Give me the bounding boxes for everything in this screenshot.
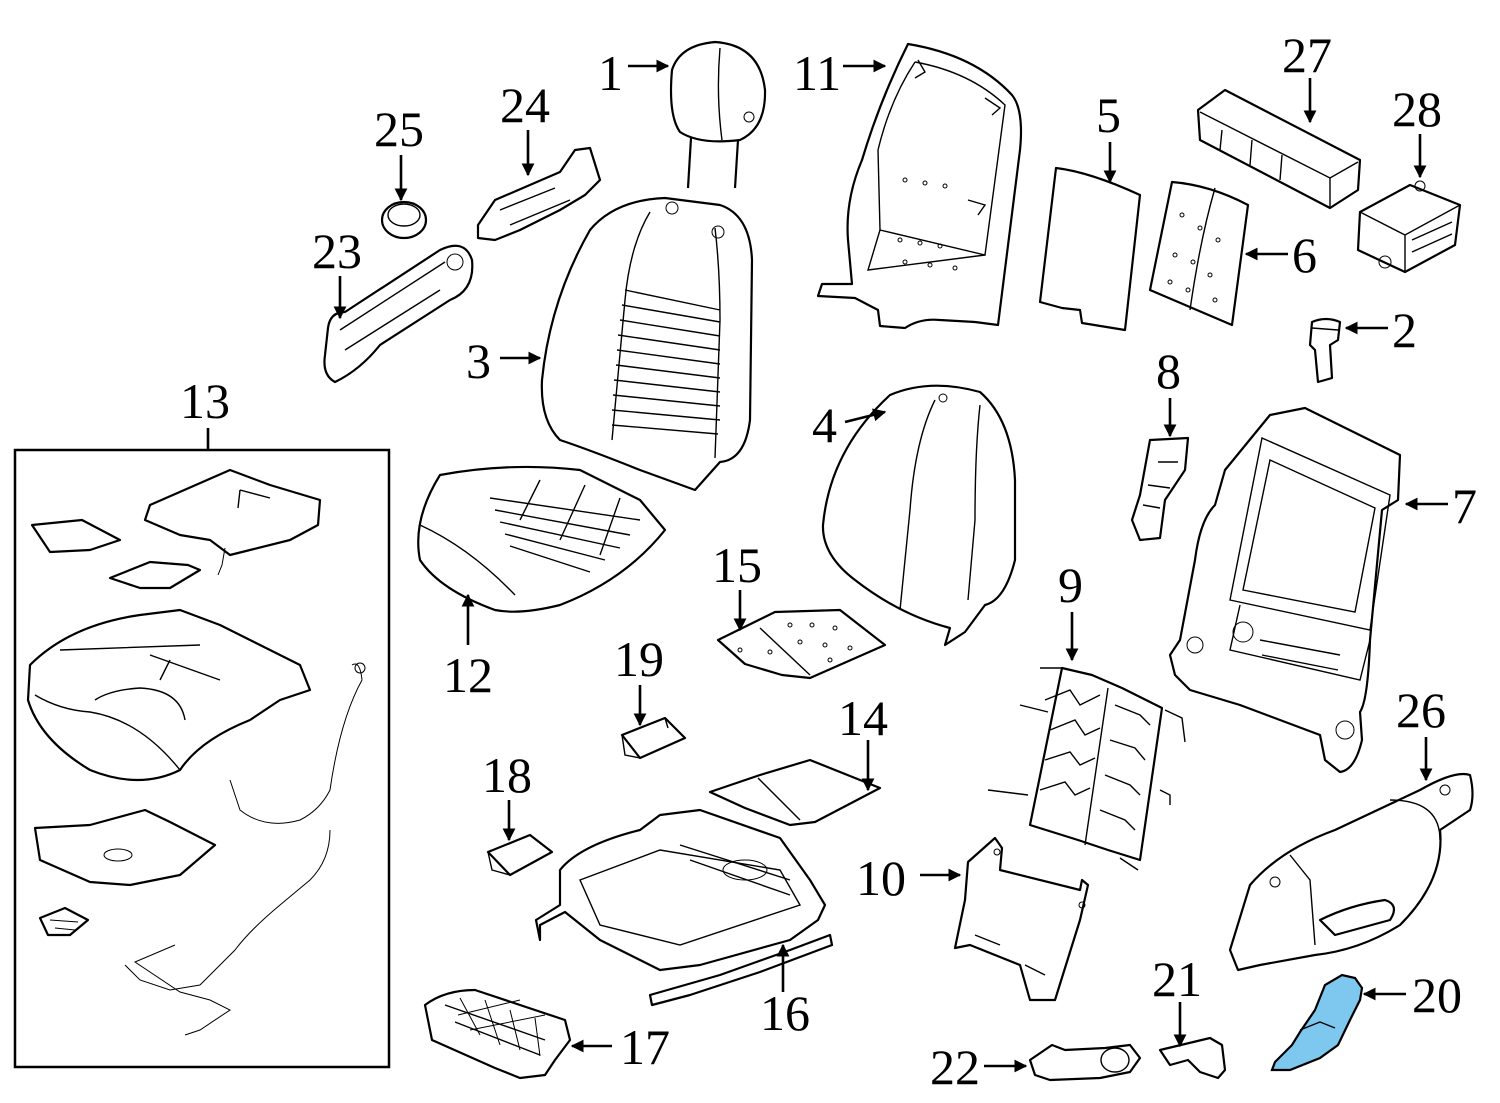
label-19: 19	[614, 631, 664, 687]
label-2: 2	[1392, 302, 1417, 358]
part-17-cover[interactable]	[423, 988, 572, 1080]
part-10-back-board[interactable]	[953, 836, 1090, 1002]
label-7: 7	[1452, 478, 1477, 534]
label-17: 17	[620, 1019, 670, 1075]
part-22-handle[interactable]	[1028, 1043, 1142, 1082]
label-25: 25	[374, 101, 424, 157]
label-1: 1	[598, 45, 623, 101]
label-12: 12	[443, 647, 493, 703]
label-28: 28	[1392, 81, 1442, 137]
part-14-heater-mat[interactable]	[708, 758, 882, 827]
part-9-spring-mat[interactable]	[987, 666, 1186, 871]
part-2-clip[interactable]	[1308, 317, 1342, 384]
label-8: 8	[1156, 343, 1181, 399]
part-20-trim-cover[interactable]	[1270, 973, 1364, 1072]
part-18-clip[interactable]	[486, 833, 554, 877]
part-27-control-module[interactable]	[1196, 88, 1362, 210]
label-11: 11	[793, 45, 841, 101]
label-6: 6	[1292, 227, 1317, 283]
part-7-back-frame[interactable]	[1168, 406, 1402, 774]
label-26: 26	[1396, 682, 1446, 738]
part-26-side-shield[interactable]	[1228, 772, 1474, 972]
label-27: 27	[1282, 27, 1332, 83]
part-12-cushion-cover[interactable]	[417, 465, 667, 613]
label-9: 9	[1058, 557, 1083, 613]
label-10: 10	[856, 850, 906, 906]
label-5: 5	[1096, 87, 1121, 143]
label-20: 20	[1412, 967, 1462, 1023]
leader-lines	[206, 59, 1448, 1073]
label-24: 24	[500, 77, 550, 133]
label-21: 21	[1152, 951, 1202, 1007]
label-16: 16	[760, 985, 810, 1041]
part-19-clip[interactable]	[620, 716, 687, 760]
part-5-back-pad[interactable]	[1038, 166, 1142, 332]
part-28-module[interactable]	[1356, 180, 1462, 274]
part-16-cushion-frame[interactable]	[534, 808, 834, 1007]
part-25-knob[interactable]	[380, 200, 428, 240]
part-13-cushion-kit-box[interactable]	[13, 448, 391, 1069]
part-1-headrest[interactable]	[669, 40, 767, 189]
label-4: 4	[812, 397, 837, 453]
label-13: 13	[180, 373, 230, 429]
part-6-heater-pad[interactable]	[1148, 180, 1250, 327]
label-3: 3	[466, 333, 491, 389]
label-22: 22	[930, 1039, 980, 1095]
callout-labels: 1 2 3 4 5 6 7 8 9 10 11 12 13 14 15 16 1…	[180, 27, 1477, 1095]
label-15: 15	[712, 537, 762, 593]
part-15-pad[interactable]	[716, 608, 887, 680]
part-21-clip[interactable]	[1158, 1036, 1227, 1080]
label-23: 23	[312, 223, 362, 279]
part-11-back-panel[interactable]	[816, 42, 1023, 330]
part-24-bracket[interactable]	[476, 146, 602, 242]
part-4-back-pad[interactable]	[821, 384, 1017, 647]
part-3-back-cover[interactable]	[540, 196, 754, 492]
part-8-trim-piece[interactable]	[1130, 436, 1190, 542]
label-18: 18	[482, 747, 532, 803]
label-14: 14	[838, 690, 888, 746]
